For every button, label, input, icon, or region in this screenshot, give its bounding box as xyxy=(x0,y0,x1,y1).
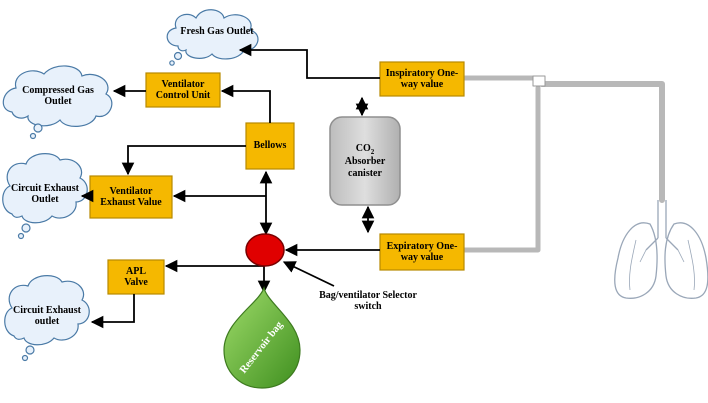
selector-switch xyxy=(245,233,285,267)
breathing-tube xyxy=(461,75,665,253)
cloud-circuit-exhaust-1 xyxy=(2,153,88,240)
boxes xyxy=(89,61,465,295)
cloud-circuit-exhaust-2 xyxy=(4,275,90,362)
cloud-fresh-gas xyxy=(166,9,259,66)
reservoir-bag xyxy=(223,285,301,389)
lungs-icon xyxy=(614,200,708,299)
box-bellows xyxy=(245,122,295,170)
co2-canister xyxy=(329,116,401,206)
box-ventilator-control-unit xyxy=(145,72,221,108)
cloud-compressed-gas xyxy=(2,65,113,140)
box-inspiratory xyxy=(379,61,465,97)
box-expiratory xyxy=(379,233,465,271)
box-ventilator-exhaust xyxy=(89,175,173,219)
box-apl-valve xyxy=(107,259,165,295)
